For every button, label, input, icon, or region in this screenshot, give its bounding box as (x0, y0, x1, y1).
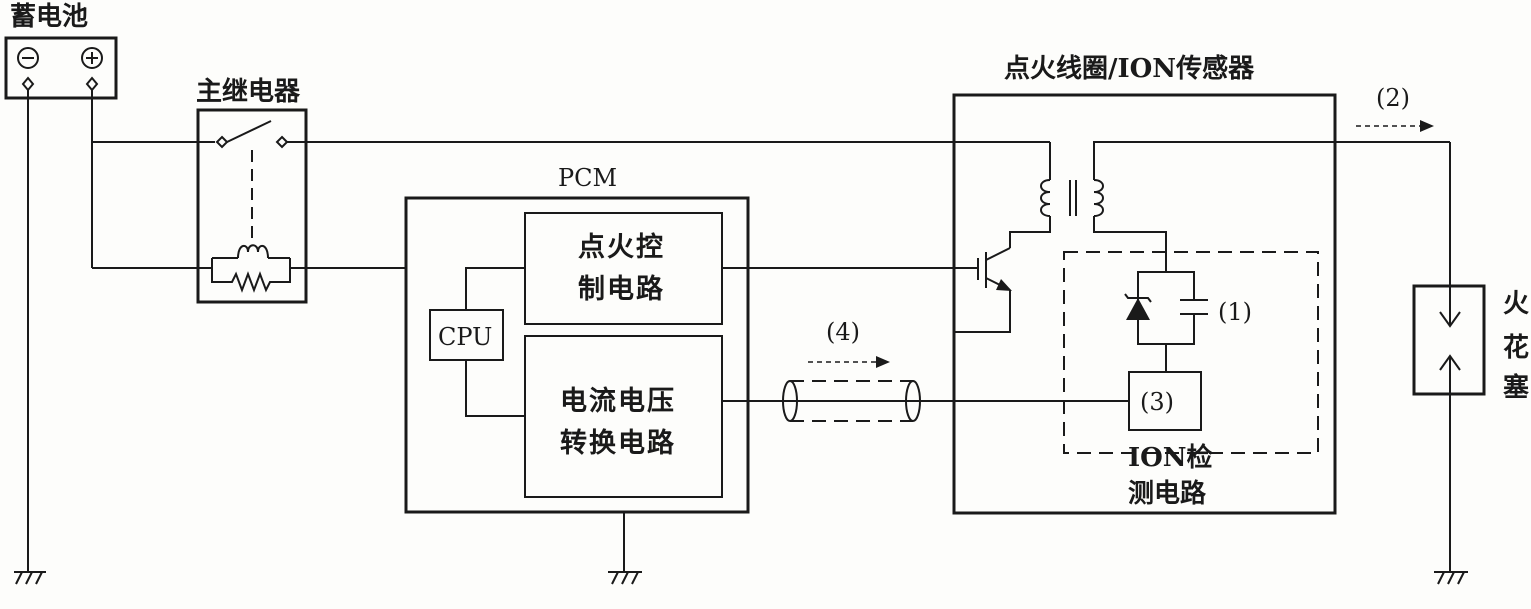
capacitor-icon (1180, 272, 1208, 344)
pcm-label: PCM (558, 164, 617, 192)
relay-resistor-icon (211, 268, 291, 293)
ground-symbol-battery (14, 571, 46, 585)
igbt-transistor-icon (954, 247, 1012, 333)
spark-plug-label-3: 塞 (1503, 372, 1529, 403)
cpu-label: CPU (438, 323, 492, 351)
relay-label: 主继电器 (196, 76, 301, 107)
secondary-winding-icon (1093, 179, 1104, 217)
ion-detection-label-line1: ION检 (1128, 442, 1213, 473)
coil-sensor-box (952, 93, 1337, 515)
battery-negative-terminal-icon (17, 47, 39, 69)
pcm-box (404, 196, 750, 514)
ground-symbol-pcm (608, 571, 642, 585)
ignition-control-circuit-box (524, 212, 723, 325)
ref-2-label: (2) (1376, 84, 1410, 112)
coil-ion-sensor: 点火线圈/ION传感器 (952, 53, 1450, 515)
signal-arrow-2-icon (1356, 120, 1434, 132)
ion-detection-area (1063, 251, 1319, 454)
battery: 蓄电池 (4, 2, 118, 100)
battery-box (4, 36, 118, 100)
relay-switch-icon (226, 120, 272, 143)
battery-positive-terminal-icon (81, 47, 103, 69)
spark-plug-label-2: 花 (1503, 333, 1529, 363)
battery-label: 蓄电池 (10, 2, 88, 32)
conversion-label-line2: 转换电路 (560, 427, 676, 459)
spark-plug: 火 花 塞 (1412, 142, 1529, 572)
zener-diode-icon (1124, 292, 1152, 322)
ref-4-label: (4) (826, 318, 860, 346)
main-relay: 主继电器 (196, 76, 308, 304)
ion-detection-label-line2: 测电路 (1128, 478, 1207, 509)
primary-winding-icon (1040, 179, 1051, 217)
pcm: PCM 点火控 制电路 电流电压 转换电路 CPU (404, 164, 750, 514)
ignition-control-label-line2: 制电路 (578, 273, 665, 305)
spark-plug-label-1: 火 (1503, 289, 1529, 319)
relay-coil-icon (237, 244, 269, 259)
signal-arrow-4-icon (808, 356, 890, 368)
conversion-label-line1: 电流电压 (560, 386, 676, 417)
relay-box (196, 108, 308, 304)
ref-1-label: (1) (1218, 298, 1252, 326)
ion-detection-block-3 (1128, 371, 1202, 431)
ignition-control-label-line1: 点火控 (578, 232, 665, 263)
ref-3-label: (3) (1140, 388, 1174, 416)
coil-sensor-label: 点火线圈/ION传感器 (1004, 53, 1255, 84)
shielded-cable-icon (782, 380, 921, 422)
ground-symbol-spark-plug (1434, 571, 1468, 585)
